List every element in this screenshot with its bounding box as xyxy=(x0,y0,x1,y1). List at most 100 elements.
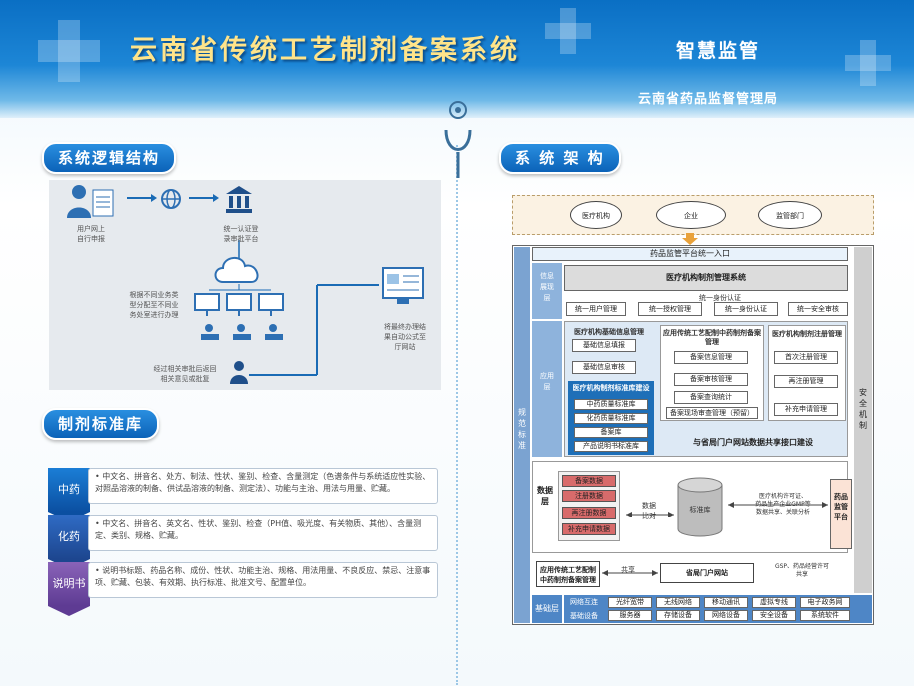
standard-tag: 中药 xyxy=(48,468,90,522)
unified-auth-title: 统一身份认证 xyxy=(699,294,741,302)
group4-item: 首次注册管理 xyxy=(774,351,838,364)
standard-text: • 中文名、拼音名、英文名、性状、鉴别、检查（PH值、吸光度、有关物质、其他）、… xyxy=(88,515,438,551)
user-declare-icon xyxy=(67,185,114,218)
device-item: 系统软件 xyxy=(800,610,850,621)
node-medical-institution: 医疗机构 xyxy=(570,201,622,229)
standard-text: • 中文名、拼音名、处方、制法、性状、鉴别、检查、含量测定（色谱条件与系统适应性… xyxy=(88,468,438,504)
staff-desks-icon xyxy=(201,324,283,340)
regulator-platform-box: 药品监管平台 xyxy=(830,479,852,549)
decor-cross xyxy=(845,55,891,71)
decor-cross xyxy=(860,40,876,86)
node-regulator: 监管部门 xyxy=(758,201,822,229)
flow-user-label: 用户网上 自行申报 xyxy=(77,225,105,243)
node-enterprise: 企业 xyxy=(656,201,726,229)
database-cylinder-icon xyxy=(677,477,723,537)
data-layer-tag: 数据层 xyxy=(537,486,553,506)
group1-item: 基础信息填报 xyxy=(572,339,636,352)
net-item: 电子政务网 xyxy=(800,597,850,608)
standard-row-tcm: 中药 • 中文名、拼音名、处方、制法、性状、鉴别、检查、含量测定（色谱条件与系统… xyxy=(48,468,440,522)
interface-bar: 与省局门户网站数据共享接口建设 xyxy=(660,433,846,453)
group3-item: 备案信息管理 xyxy=(674,351,748,364)
left-column-standards: 规范标准 xyxy=(514,247,530,623)
regulator-platform-label: 药品监管平台 xyxy=(834,493,848,521)
net-item: 无线网络 xyxy=(656,597,700,608)
data-compare-label: 数据 比对 xyxy=(642,502,656,520)
standard-row-chemical: 化药 • 中文名、拼音名、英文名、性状、鉴别、检查（PH值、吸光度、有关物质、其… xyxy=(48,515,440,569)
header-banner: 云南省传统工艺制剂备案系统 智慧监管 云南省药品监督管理局 xyxy=(0,0,914,118)
section-architecture-title: 系 统 架 构 xyxy=(499,142,621,174)
device-item: 存储设备 xyxy=(656,610,700,621)
group3-title: 应用传统工艺配制中药制剂备案管理 xyxy=(663,329,761,346)
std-db-label: 标准库 xyxy=(689,506,711,514)
group4-item: 补充申请管理 xyxy=(774,403,838,416)
department-screens-icon xyxy=(194,293,284,316)
organization-name: 云南省药品监督管理局 xyxy=(638,92,779,107)
unified-item: 统一安全审核 xyxy=(788,302,848,316)
government-building-icon xyxy=(226,186,252,213)
decor-cross xyxy=(560,8,576,54)
standard-row-manual: 说明书 • 说明书标题、药品名称、成份、性状、功能主治、规格、用法用量、不良反应… xyxy=(48,562,440,616)
architecture-diagram: 医疗机构 企业 监管部门 药品监管平台统一入口 规范标准 安全机制 信息展现层 … xyxy=(510,195,878,627)
website-screen-icon xyxy=(382,267,424,304)
info-layer-label: 信息展现层 xyxy=(540,272,554,302)
page-subtitle: 智慧监管 xyxy=(676,40,761,62)
base-layer-tag: 基础层 xyxy=(532,595,562,623)
flow-dispatch-label: 根据不同业务类 型分配至不同业 务处室进行办理 xyxy=(129,291,179,319)
app-layer-label: 应用层 xyxy=(540,372,554,391)
section-logic-title: 系统逻辑结构 xyxy=(42,142,177,174)
group4-item: 再注册管理 xyxy=(774,375,838,388)
portal-bar: 药品监管平台统一入口 xyxy=(532,247,848,261)
device-item: 网络设备 xyxy=(704,610,748,621)
group3-item: 备案现场审查管理（预留） xyxy=(666,407,758,419)
data-item: 注册数据 xyxy=(562,490,616,502)
device-item: 安全设备 xyxy=(752,610,796,621)
group1-title: 医疗机构基础信息管理 xyxy=(574,328,644,336)
compare-arrow-icon xyxy=(626,512,674,517)
data-item: 再注册数据 xyxy=(562,507,616,519)
group1-item: 基础信息审核 xyxy=(572,361,636,374)
group3-item: 备案查询统计 xyxy=(674,391,748,404)
info-layer-tag: 信息展现层 xyxy=(532,263,562,319)
unified-item: 统一授权管理 xyxy=(638,302,702,316)
down-arrow-icon xyxy=(682,233,698,245)
section-standards-title: 制剂标准库 xyxy=(42,408,160,440)
standard-description: 中文名、拼音名、处方、制法、性状、鉴别、检查、含量测定（色谱条件与系统适应性实验… xyxy=(95,472,431,493)
right-column-security: 安全机制 xyxy=(854,247,872,593)
data-item: 补充申请数据 xyxy=(562,523,616,535)
cloud-icon xyxy=(214,257,259,283)
unified-item: 统一身份认证 xyxy=(714,302,778,316)
decor-cross xyxy=(58,20,80,82)
center-divider xyxy=(456,145,458,685)
group2-item: 产品说明书标准库 xyxy=(574,441,648,452)
page-title: 云南省传统工艺制剂备案系统 xyxy=(130,35,520,66)
flow-feedback-label: 经过相关审批后返回 相关意见或批复 xyxy=(153,365,217,383)
share-arrow-icon xyxy=(728,502,828,508)
flow-publish-label: 将最终办理结 果自动公式至 厅网站 xyxy=(384,323,426,351)
data-item: 备案数据 xyxy=(562,475,616,487)
share-arrow-icon xyxy=(602,570,658,576)
group4-title: 医疗机构制剂注册管理 xyxy=(772,330,842,338)
stethoscope-icon xyxy=(444,101,472,178)
group2-item: 化药质量标准库 xyxy=(574,413,648,424)
decor-cross xyxy=(38,40,100,62)
flow-auth-label: 统一认证登 录审批平台 xyxy=(223,225,259,243)
device-label: 基础设备 xyxy=(570,612,598,620)
standard-text: • 说明书标题、药品名称、成份、性状、功能主治、规格、用法用量、不良反应、禁忌、… xyxy=(88,562,438,598)
group2-title: 医疗机构制剂标准库建设 xyxy=(572,384,650,392)
decor-cross xyxy=(545,23,591,39)
logic-flow-panel: 用户网上 自行申报 统一认证登 录审批平台 根据不同业务类 型分配至不同业 务处… xyxy=(49,180,441,390)
standard-description: 中文名、拼音名、英文名、性状、鉴别、检查（PH值、吸光度、有关物质、其他）、含量… xyxy=(95,519,422,540)
group2-item: 中药质量标准库 xyxy=(574,399,648,410)
net-item: 光纤宽带 xyxy=(608,597,652,608)
standard-tag: 说明书 xyxy=(48,562,90,616)
officer-icon xyxy=(230,361,248,384)
management-system-bar: 医疗机构制剂管理系统 xyxy=(564,265,848,291)
standard-description: 说明书标题、药品名称、成份、性状、功能主治、规格、用法用量、不良反应、禁忌、注意… xyxy=(95,566,431,587)
app-system-box: 应用传统工艺配制中药制剂备案管理 xyxy=(536,561,600,587)
unified-item: 统一用户管理 xyxy=(566,302,626,316)
right-column-label: 安全机制 xyxy=(859,388,867,430)
globe-icon xyxy=(161,189,181,209)
net-item: 虚拟专线 xyxy=(752,597,796,608)
group3-item: 备案审核管理 xyxy=(674,373,748,386)
net-item: 移动通讯 xyxy=(704,597,748,608)
